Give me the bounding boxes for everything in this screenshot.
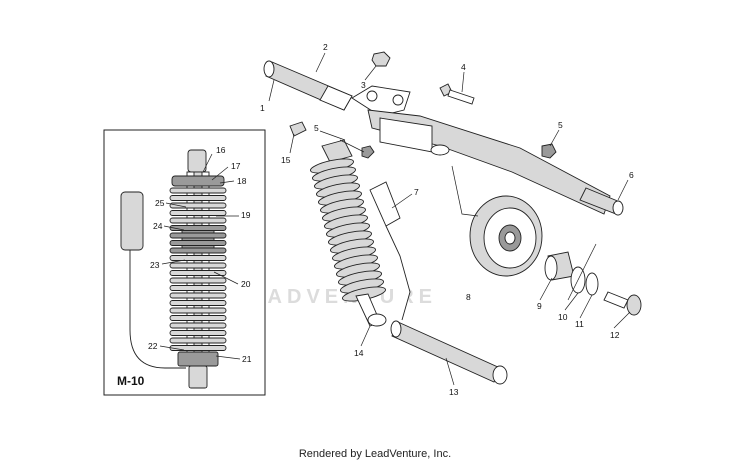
inset-coil (169, 255, 227, 261)
callout-13: 13 (449, 387, 459, 397)
inset-coil (169, 300, 227, 306)
callout-12: 12 (610, 330, 620, 340)
inset-coil (169, 187, 227, 194)
callout-18: 18 (237, 176, 247, 186)
inset-coil (169, 262, 227, 269)
shock-bottom-eye (367, 313, 387, 327)
reservoir-7 (369, 181, 401, 227)
inset-panel: M-10 (103, 129, 266, 396)
callout-21: 21 (242, 354, 252, 364)
inset-shock-bottom (188, 365, 208, 389)
bolt-4 (439, 83, 475, 105)
callout-5-left: 5 (314, 123, 319, 133)
inset-coil (169, 315, 227, 321)
inset-coil (169, 330, 227, 336)
callout-8: 8 (466, 292, 471, 302)
inset-coil (169, 270, 227, 276)
main-shock-assembly (310, 139, 411, 327)
callout-1: 1 (260, 103, 265, 113)
lower-arm-13 (390, 320, 508, 385)
callout-10: 10 (558, 312, 568, 322)
nut-5-right (541, 143, 557, 159)
bushing-15 (289, 121, 307, 137)
reservoir-canister (120, 191, 144, 251)
spacer-9 (544, 251, 575, 281)
callout-11: 11 (575, 319, 584, 329)
callout-22: 22 (148, 341, 158, 351)
callout-2: 2 (323, 42, 328, 52)
callout-19: 19 (241, 210, 251, 220)
inset-coil (169, 217, 227, 224)
washer-11 (585, 272, 599, 296)
inset-coil (169, 292, 227, 299)
callout-17: 17 (231, 161, 241, 171)
callout-6: 6 (629, 170, 634, 180)
nut-5-left (361, 145, 375, 159)
reservoir-hose-main (385, 225, 411, 321)
callout-16: 16 (216, 145, 226, 155)
inset-coil (169, 322, 227, 329)
inset-coil (169, 195, 227, 201)
callout-9: 9 (537, 301, 542, 311)
nut-3 (371, 51, 391, 67)
main-callouts: 1 2 3 4 5 5 6 7 8 9 10 11 12 13 14 15 (260, 42, 634, 397)
inset-callouts: 16 17 18 19 20 21 22 23 24 25 (148, 145, 252, 364)
swing-arm-bracket (351, 85, 624, 216)
upper-shaft-assembly (263, 60, 353, 111)
inset-coil (169, 307, 227, 314)
shaft-collar (319, 85, 353, 111)
inset-spring-cap (171, 175, 225, 187)
inset-coil (169, 247, 227, 254)
inset-label: M-10 (117, 374, 145, 388)
callout-25: 25 (155, 198, 165, 208)
callout-5-right: 5 (558, 120, 563, 130)
inset-coil (169, 225, 227, 231)
callout-14: 14 (354, 348, 364, 358)
inset-coil (169, 285, 227, 291)
callout-3: 3 (361, 80, 366, 90)
inset-coil (169, 210, 227, 216)
inset-coil (169, 232, 227, 239)
inset-coil (169, 337, 227, 344)
shock-top-mount (321, 139, 353, 163)
bolt-12 (603, 291, 642, 316)
footer-credit: Rendered by LeadVenture, Inc. (298, 448, 452, 460)
callout-15: 15 (281, 155, 291, 165)
callout-4: 4 (461, 62, 466, 72)
callout-24: 24 (153, 221, 163, 231)
inset-shock-base (177, 351, 219, 367)
inset-coil (169, 277, 227, 284)
inset-shock-top-eye (187, 149, 207, 173)
shock-spring (310, 158, 386, 302)
callout-23: 23 (150, 260, 160, 270)
callout-7: 7 (414, 187, 419, 197)
idler-wheel-8 (469, 195, 543, 277)
callout-20: 20 (241, 279, 251, 289)
inset-coil (169, 240, 227, 246)
inset-coil (169, 345, 227, 351)
